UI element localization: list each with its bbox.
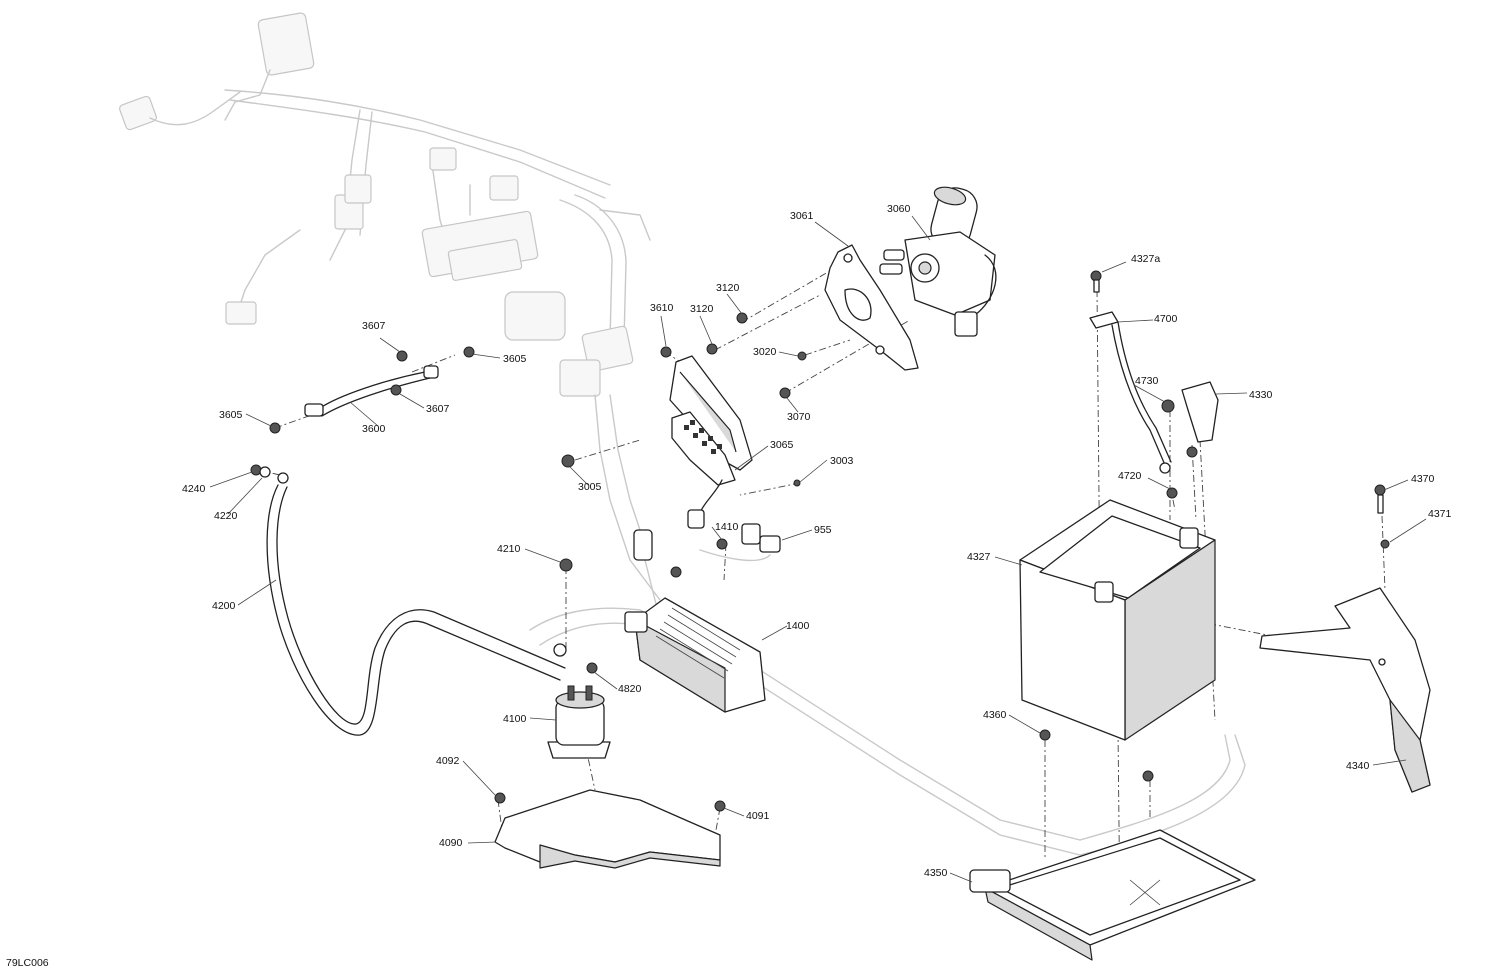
callout-3605: 3605 — [503, 353, 527, 365]
callout-4327: 4327 — [967, 551, 991, 563]
battery-bracket-4340 — [1259, 587, 1431, 793]
callout-3003: 3003 — [830, 455, 854, 467]
callout-4371: 4371 — [1428, 508, 1452, 520]
callout-3065: 3065 — [770, 439, 794, 451]
callout-4700: 4700 — [1154, 313, 1178, 325]
callout-4340: 4340 — [1346, 760, 1370, 772]
diagram-code: 79LC006 — [6, 957, 49, 969]
voltage-regulator-1400 — [624, 597, 766, 713]
callout-4100: 4100 — [503, 713, 527, 725]
callout-1400: 1400 — [786, 620, 810, 632]
callout-4200: 4200 — [212, 600, 236, 612]
callout-4720: 4720 — [1118, 470, 1142, 482]
callout-4820: 4820 — [618, 683, 642, 695]
callout-1410: 1410 — [715, 521, 739, 533]
callout-3120: 3120 — [690, 303, 714, 315]
callout-4327a: 4327a — [1131, 253, 1160, 265]
callout-4092: 4092 — [436, 755, 460, 767]
callout-3061: 3061 — [790, 210, 814, 222]
callout-955: 955 — [814, 524, 832, 536]
solenoid-bracket-4090 — [494, 789, 721, 869]
callout-3005: 3005 — [578, 481, 602, 493]
callout-3060: 3060 — [887, 203, 911, 215]
battery-cable-4200 — [266, 472, 567, 736]
callout-4090: 4090 — [439, 837, 463, 849]
actuator-motor-3060 — [879, 186, 997, 337]
battery-4327 — [1019, 499, 1216, 741]
callout-3600: 3600 — [362, 423, 386, 435]
callout-leaders — [209, 215, 1427, 883]
callout-3610: 3610 — [650, 302, 674, 314]
starter-solenoid-4100 — [547, 685, 611, 759]
ghost-wiring-harness — [119, 12, 1246, 856]
callout-4330: 4330 — [1249, 389, 1273, 401]
callout-3607: 3607 — [362, 320, 386, 332]
callout-4360: 4360 — [983, 709, 1007, 721]
callout-3020: 3020 — [753, 346, 777, 358]
callout-3605: 3605 — [219, 409, 243, 421]
callout-4370: 4370 — [1411, 473, 1435, 485]
fasteners — [250, 270, 1390, 812]
callout-4091: 4091 — [746, 810, 770, 822]
terminal-cover-4330 — [1181, 381, 1219, 443]
battery-tray-4350 — [969, 829, 1256, 961]
callout-labels: 3061 3060 4327a 3120 3120 3610 4700 3607… — [6, 203, 1452, 969]
callout-3607: 3607 — [426, 403, 450, 415]
callout-4210: 4210 — [497, 543, 521, 555]
callout-3070: 3070 — [787, 411, 811, 423]
fuse-box-3065 — [669, 355, 753, 529]
callout-4350: 4350 — [924, 867, 948, 879]
callout-3120: 3120 — [716, 282, 740, 294]
ground-cable-4700 — [1089, 311, 1172, 474]
bracket-plate-3061 — [824, 244, 919, 371]
callout-4730: 4730 — [1135, 375, 1159, 387]
callout-4240: 4240 — [182, 483, 206, 495]
callout-4220: 4220 — [214, 510, 238, 522]
ground-strap-3600 — [304, 365, 439, 417]
